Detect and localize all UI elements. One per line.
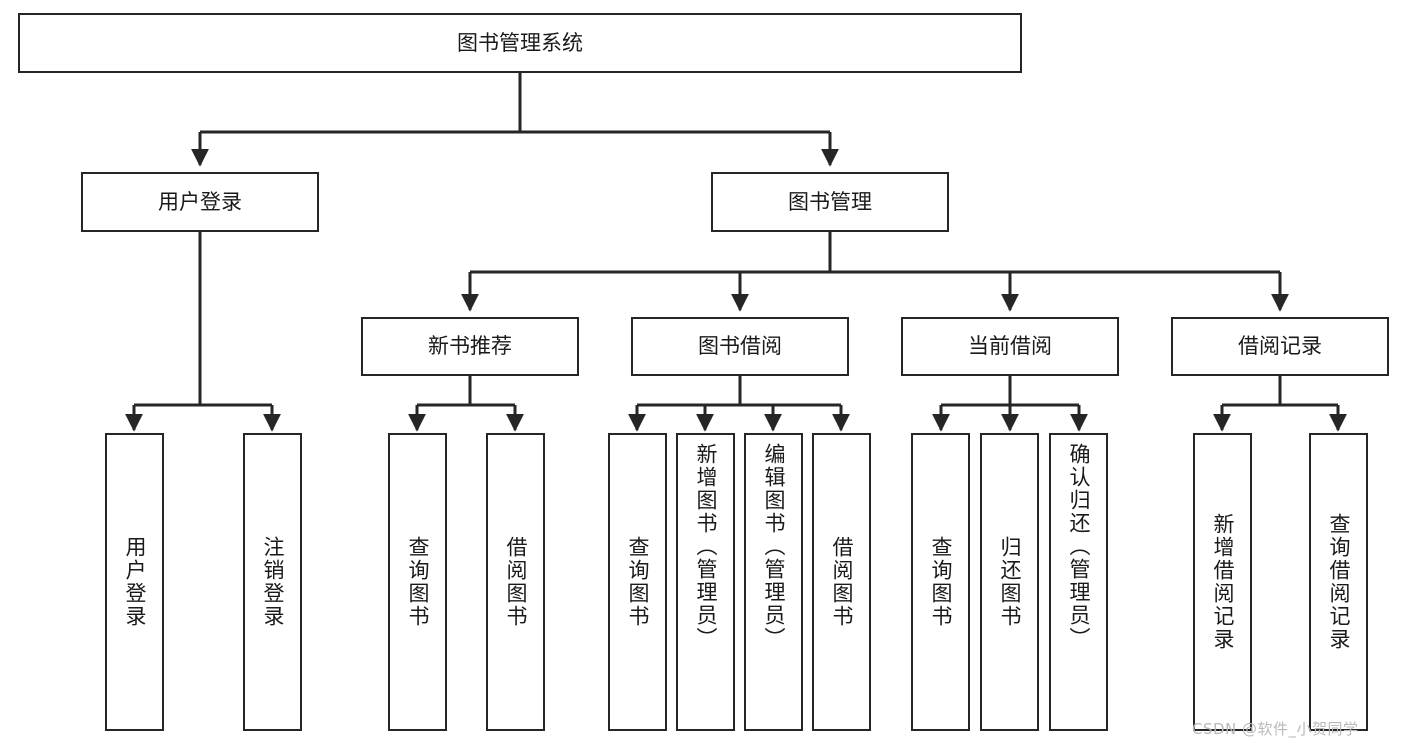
node-user-login[interactable]: 用户登录 bbox=[81, 172, 319, 232]
csdn-watermark: CSDN @软件_小贺同学 bbox=[1192, 720, 1359, 738]
leaf-query-book-recommend[interactable]: 查询图书 bbox=[388, 433, 447, 731]
leaf-confirm-return-admin[interactable]: 确认归还（管理员） bbox=[1049, 433, 1108, 731]
node-label: 查询图书 bbox=[406, 536, 430, 628]
node-label: 借阅图书 bbox=[504, 536, 528, 628]
node-label: 图书管理 bbox=[788, 189, 872, 214]
node-label: 借阅记录 bbox=[1238, 334, 1322, 359]
leaf-user-login[interactable]: 用户登录 bbox=[105, 433, 164, 731]
node-label: 查询借阅记录 bbox=[1327, 513, 1351, 651]
node-current-borrow[interactable]: 当前借阅 bbox=[901, 317, 1119, 376]
node-label: 编辑图书（管理员） bbox=[762, 443, 786, 650]
leaf-logout-login[interactable]: 注销登录 bbox=[243, 433, 302, 731]
node-label: 新增图书（管理员） bbox=[694, 443, 718, 650]
leaf-borrow-book[interactable]: 借阅图书 bbox=[812, 433, 871, 731]
node-label: 新增借阅记录 bbox=[1211, 513, 1235, 651]
node-label: 当前借阅 bbox=[968, 334, 1052, 359]
node-new-book-recommend[interactable]: 新书推荐 bbox=[361, 317, 579, 376]
node-label: 用户登录 bbox=[158, 189, 242, 214]
leaf-add-borrow-record[interactable]: 新增借阅记录 bbox=[1193, 433, 1252, 731]
node-label: 图书借阅 bbox=[698, 334, 782, 359]
leaf-borrow-book-recommend[interactable]: 借阅图书 bbox=[486, 433, 545, 731]
leaf-query-book-current[interactable]: 查询图书 bbox=[911, 433, 970, 731]
node-label: 归还图书 bbox=[998, 536, 1022, 628]
node-label: 新书推荐 bbox=[428, 334, 512, 359]
node-book-management[interactable]: 图书管理 bbox=[711, 172, 949, 232]
leaf-return-book[interactable]: 归还图书 bbox=[980, 433, 1039, 731]
node-label: 借阅图书 bbox=[830, 536, 854, 628]
node-label: 用户登录 bbox=[123, 536, 147, 628]
leaf-query-book-borrow[interactable]: 查询图书 bbox=[608, 433, 667, 731]
node-label: 图书管理系统 bbox=[457, 30, 583, 55]
node-label: 查询图书 bbox=[626, 536, 650, 628]
node-label: 确认归还（管理员） bbox=[1067, 443, 1091, 650]
leaf-edit-book-admin[interactable]: 编辑图书（管理员） bbox=[744, 433, 803, 731]
node-root-book-management-system[interactable]: 图书管理系统 bbox=[18, 13, 1022, 73]
node-label: 注销登录 bbox=[261, 536, 285, 628]
leaf-add-book-admin[interactable]: 新增图书（管理员） bbox=[676, 433, 735, 731]
node-book-borrow[interactable]: 图书借阅 bbox=[631, 317, 849, 376]
node-label: 查询图书 bbox=[929, 536, 953, 628]
node-borrow-record[interactable]: 借阅记录 bbox=[1171, 317, 1389, 376]
leaf-query-borrow-record[interactable]: 查询借阅记录 bbox=[1309, 433, 1368, 731]
